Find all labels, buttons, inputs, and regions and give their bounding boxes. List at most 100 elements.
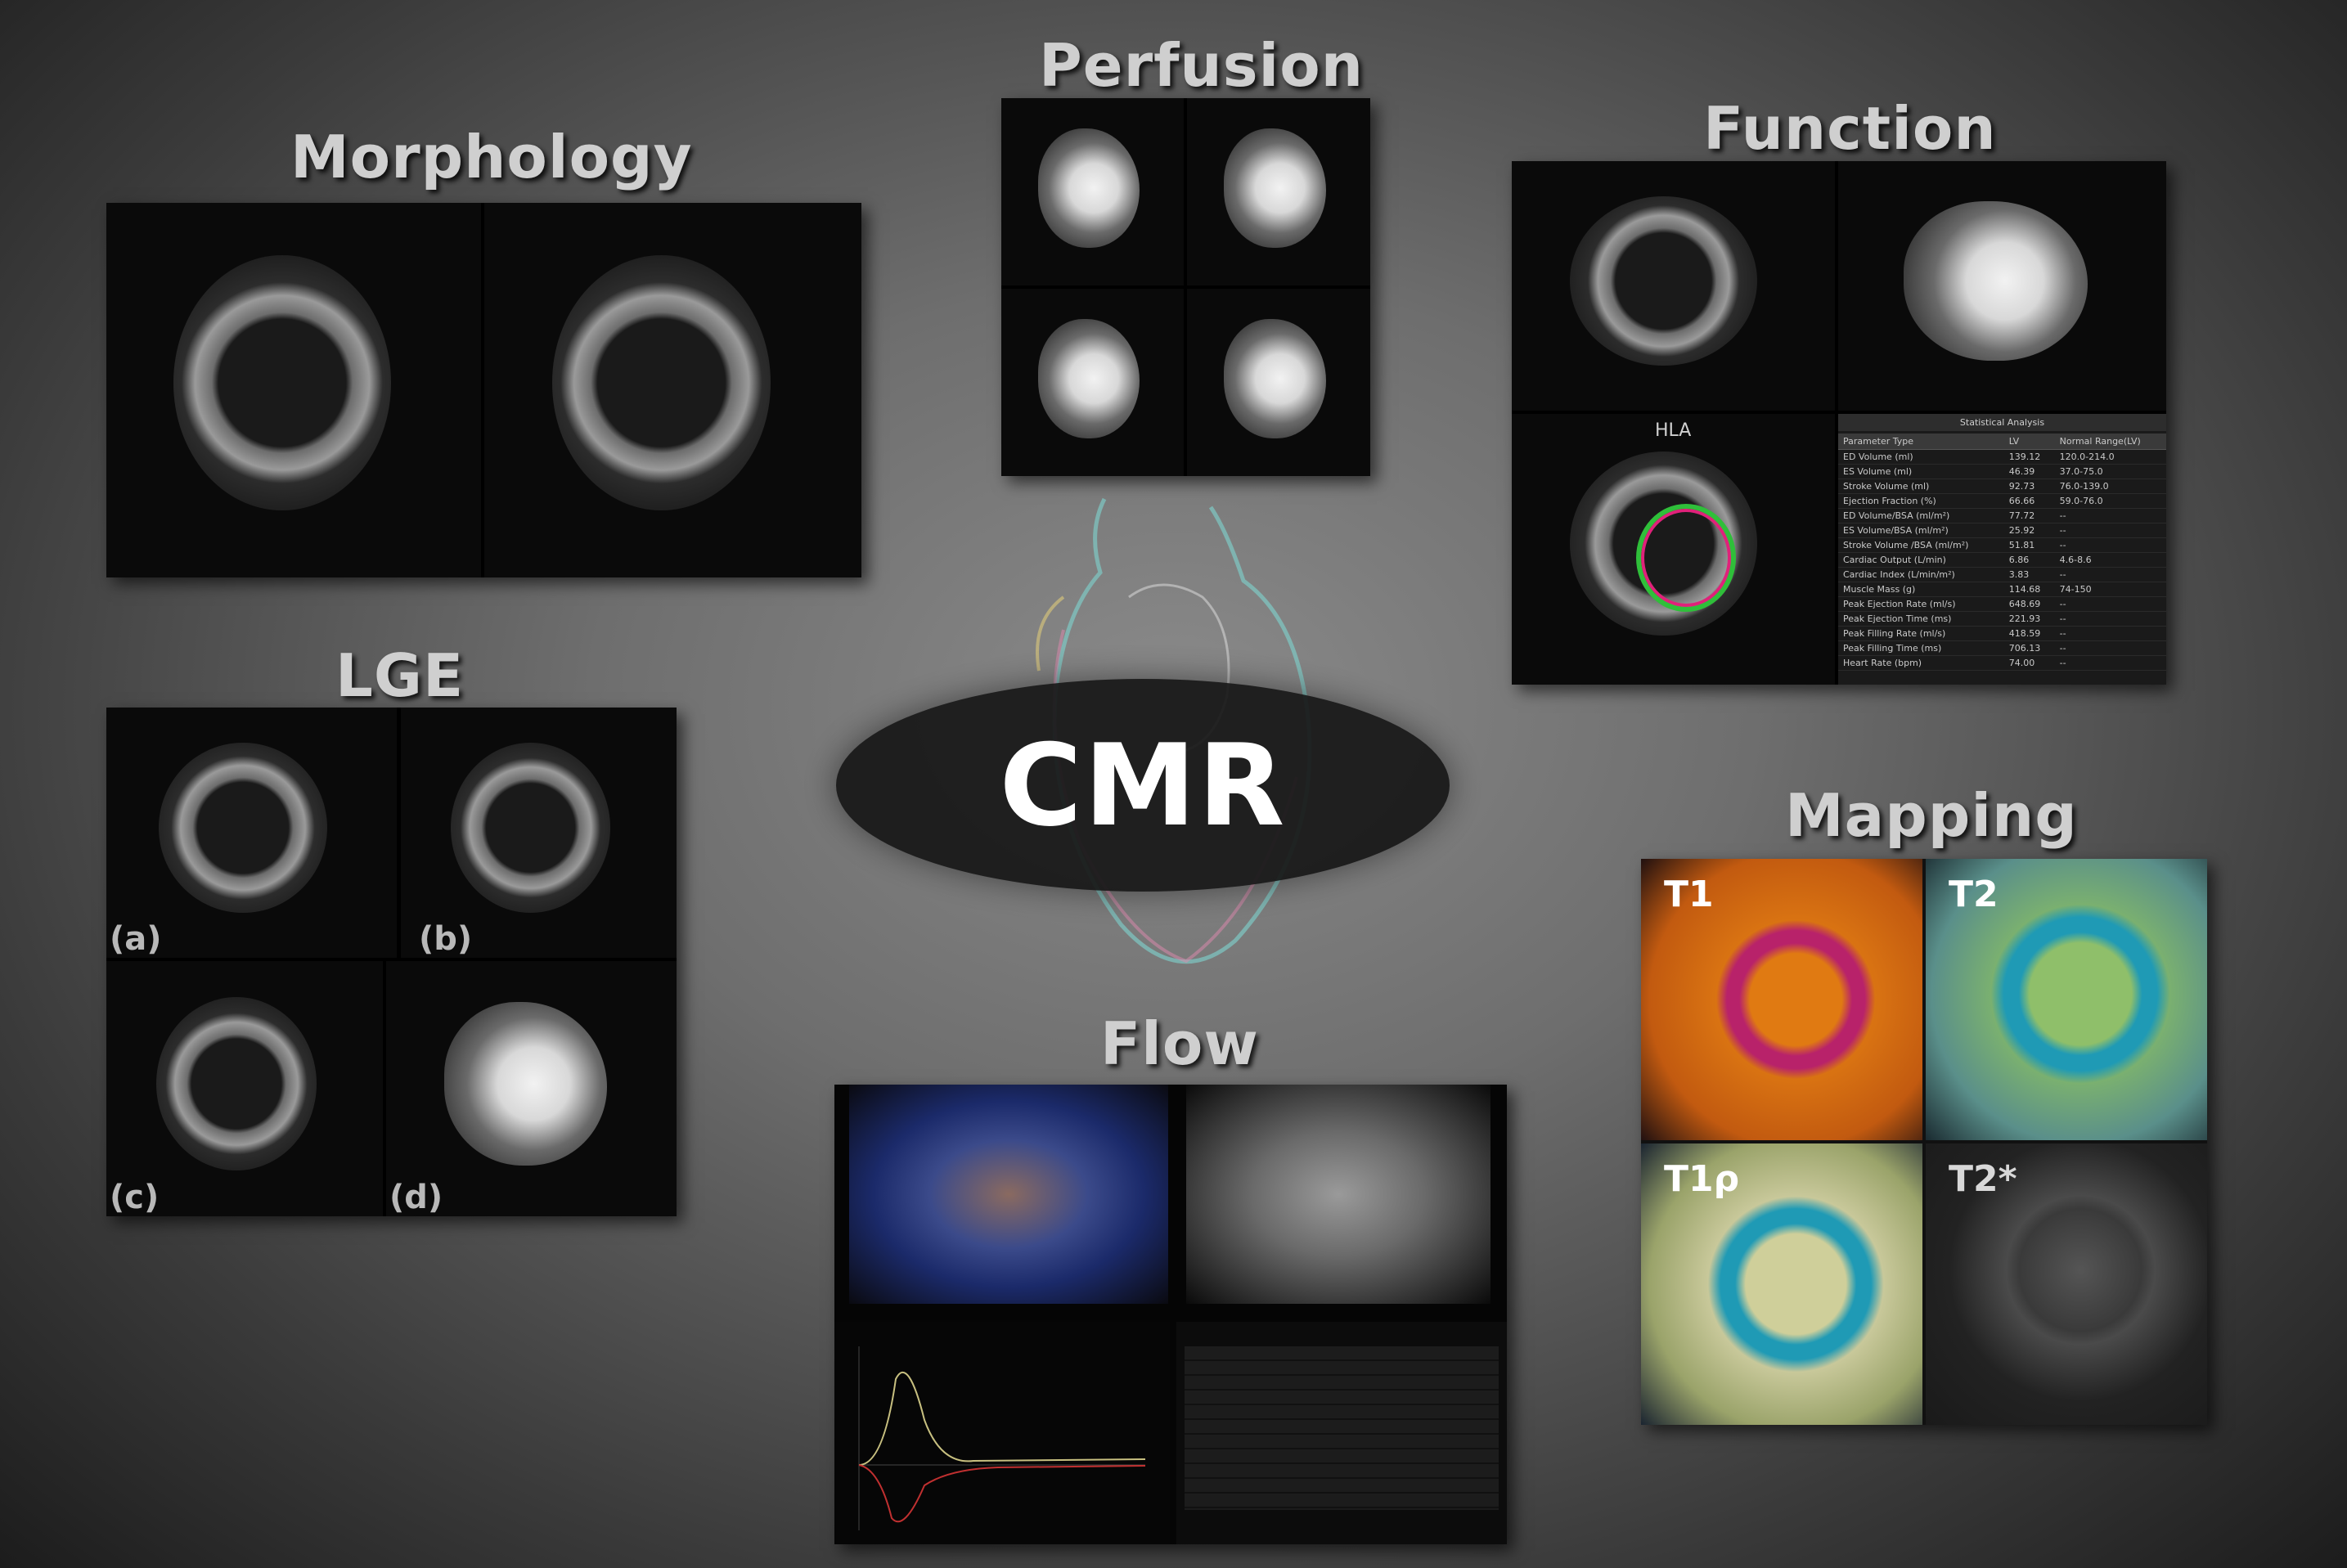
stats-cell: 25.92: [2003, 523, 2055, 538]
t2-label: T2: [1949, 874, 1999, 915]
heart-outline-yellow: [1036, 595, 1065, 672]
function-heading: Function: [1703, 94, 1997, 163]
stats-title: Statistical Analysis: [1838, 414, 2166, 431]
stats-cell: --: [2054, 508, 2166, 523]
stats-cell: ED Volume/BSA (ml/m²): [1838, 508, 2004, 523]
stats-row: ES Volume/BSA (ml/m²)25.92--: [1838, 523, 2166, 538]
stats-cell: 418.59: [2003, 626, 2055, 641]
flow-curve-positive: [858, 1371, 1146, 1466]
t2star-map: T2*: [1926, 1143, 2207, 1425]
stats-column-header: LV: [2003, 434, 2055, 450]
lge-label-b: (b): [419, 920, 473, 958]
stats-cell: Ejection Fraction (%): [1838, 493, 2004, 509]
stats-cell: 648.69: [2003, 596, 2055, 612]
stats-cell: Stroke Volume (ml): [1838, 478, 2004, 494]
function-four-chamber-image: [1838, 161, 2166, 411]
stats-row: Peak Filling Time (ms)706.13--: [1838, 640, 2166, 656]
morphology-heading: Morphology: [290, 123, 693, 191]
function-segmentation-image: HLA: [1512, 414, 1835, 685]
lge-heading: LGE: [335, 641, 465, 710]
stats-cell: --: [2054, 596, 2166, 612]
stats-cell: Cardiac Output (L/min): [1838, 552, 2004, 568]
lge-images: (a) (b) (c) (d): [106, 708, 677, 1216]
stats-column-header: Normal Range(LV): [2054, 434, 2166, 450]
perfusion-frame-4: [1187, 289, 1370, 476]
stats-cell: 221.93: [2003, 611, 2055, 627]
stats-cell: 4.6-8.6: [2054, 552, 2166, 568]
t1rho-map: T1ρ: [1641, 1143, 1922, 1425]
stats-row: ED Volume/BSA (ml/m²)77.72--: [1838, 508, 2166, 523]
t1rho-label: T1ρ: [1664, 1158, 1740, 1200]
perfusion-frame-2: [1187, 98, 1370, 285]
stats-column-header: Parameter Type: [1838, 434, 2004, 450]
lge-image-a: (a): [106, 708, 397, 958]
stats-cell: --: [2054, 640, 2166, 656]
perfusion-frame-1: [1001, 98, 1184, 285]
stats-row: Peak Filling Rate (ml/s)418.59--: [1838, 626, 2166, 641]
stats-cell: 46.39: [2003, 464, 2055, 479]
stats-cell: --: [2054, 655, 2166, 671]
stats-cell: Cardiac Index (L/min/m²): [1838, 567, 2004, 582]
lge-label-a: (a): [110, 920, 162, 958]
morphology-images: [106, 203, 861, 577]
morphology-short-axis-image: [106, 203, 481, 577]
t2-map: T2: [1926, 859, 2207, 1140]
cmr-label: CMR: [999, 720, 1287, 851]
stats-cell: ED Volume (ml): [1838, 449, 2004, 465]
stats-cell: Muscle Mass (g): [1838, 582, 2004, 597]
stats-cell: Peak Ejection Rate (ml/s): [1838, 596, 2004, 612]
perfusion-heading: Perfusion: [1039, 31, 1364, 100]
stats-row: Peak Ejection Time (ms)221.93--: [1838, 611, 2166, 627]
flow-phase-image: [1186, 1085, 1490, 1304]
flow-heading: Flow: [1100, 1009, 1259, 1078]
stats-cell: 66.66: [2003, 493, 2055, 509]
flow-images: [834, 1085, 1507, 1544]
function-short-axis-image: [1512, 161, 1835, 411]
stats-cell: 51.81: [2003, 537, 2055, 553]
morphology-four-chamber-image: [484, 203, 861, 577]
stats-cell: 59.0-76.0: [2054, 493, 2166, 509]
flow-velocity-map: [849, 1085, 1168, 1304]
lv-contour: [1636, 504, 1736, 612]
lge-image-b: (b): [401, 708, 677, 958]
stats-cell: --: [2054, 611, 2166, 627]
flow-curve-negative: [858, 1464, 1146, 1523]
flow-curve-svg: [858, 1346, 1146, 1530]
lge-label-d: (d): [389, 1179, 443, 1216]
flow-results-rows: [1185, 1346, 1499, 1510]
stats-cell: --: [2054, 626, 2166, 641]
stats-row: Stroke Volume /BSA (ml/m²)51.81--: [1838, 537, 2166, 553]
lge-image-d: (d): [386, 961, 677, 1216]
stats-cell: 37.0-75.0: [2054, 464, 2166, 479]
lge-image-c: (c): [106, 961, 383, 1216]
stats-cell: Peak Filling Time (ms): [1838, 640, 2004, 656]
stats-cell: --: [2054, 567, 2166, 582]
stats-cell: Peak Ejection Time (ms): [1838, 611, 2004, 627]
perfusion-frame-3: [1001, 289, 1184, 476]
lge-label-c: (c): [110, 1179, 160, 1216]
stats-cell: 114.68: [2003, 582, 2055, 597]
stats-row: Cardiac Index (L/min/m²)3.83--: [1838, 567, 2166, 582]
stats-cell: ES Volume (ml): [1838, 464, 2004, 479]
stats-cell: --: [2054, 537, 2166, 553]
mapping-heading: Mapping: [1785, 781, 2078, 850]
stats-cell: ES Volume/BSA (ml/m²): [1838, 523, 2004, 538]
stats-cell: 3.83: [2003, 567, 2055, 582]
t1-map: T1: [1641, 859, 1922, 1140]
stats-cell: Heart Rate (bpm): [1838, 655, 2004, 671]
flow-results-table: [1176, 1322, 1507, 1544]
stats-cell: 139.12: [2003, 449, 2055, 465]
t1-label: T1: [1664, 874, 1714, 915]
stats-cell: 92.73: [2003, 478, 2055, 494]
hla-label: HLA: [1655, 420, 1692, 441]
mapping-images: T1 T2 T1ρ T2*: [1641, 859, 2207, 1425]
flow-curve-chart: [834, 1322, 1170, 1544]
t2star-label: T2*: [1949, 1158, 2017, 1200]
perfusion-images: [1001, 98, 1370, 476]
